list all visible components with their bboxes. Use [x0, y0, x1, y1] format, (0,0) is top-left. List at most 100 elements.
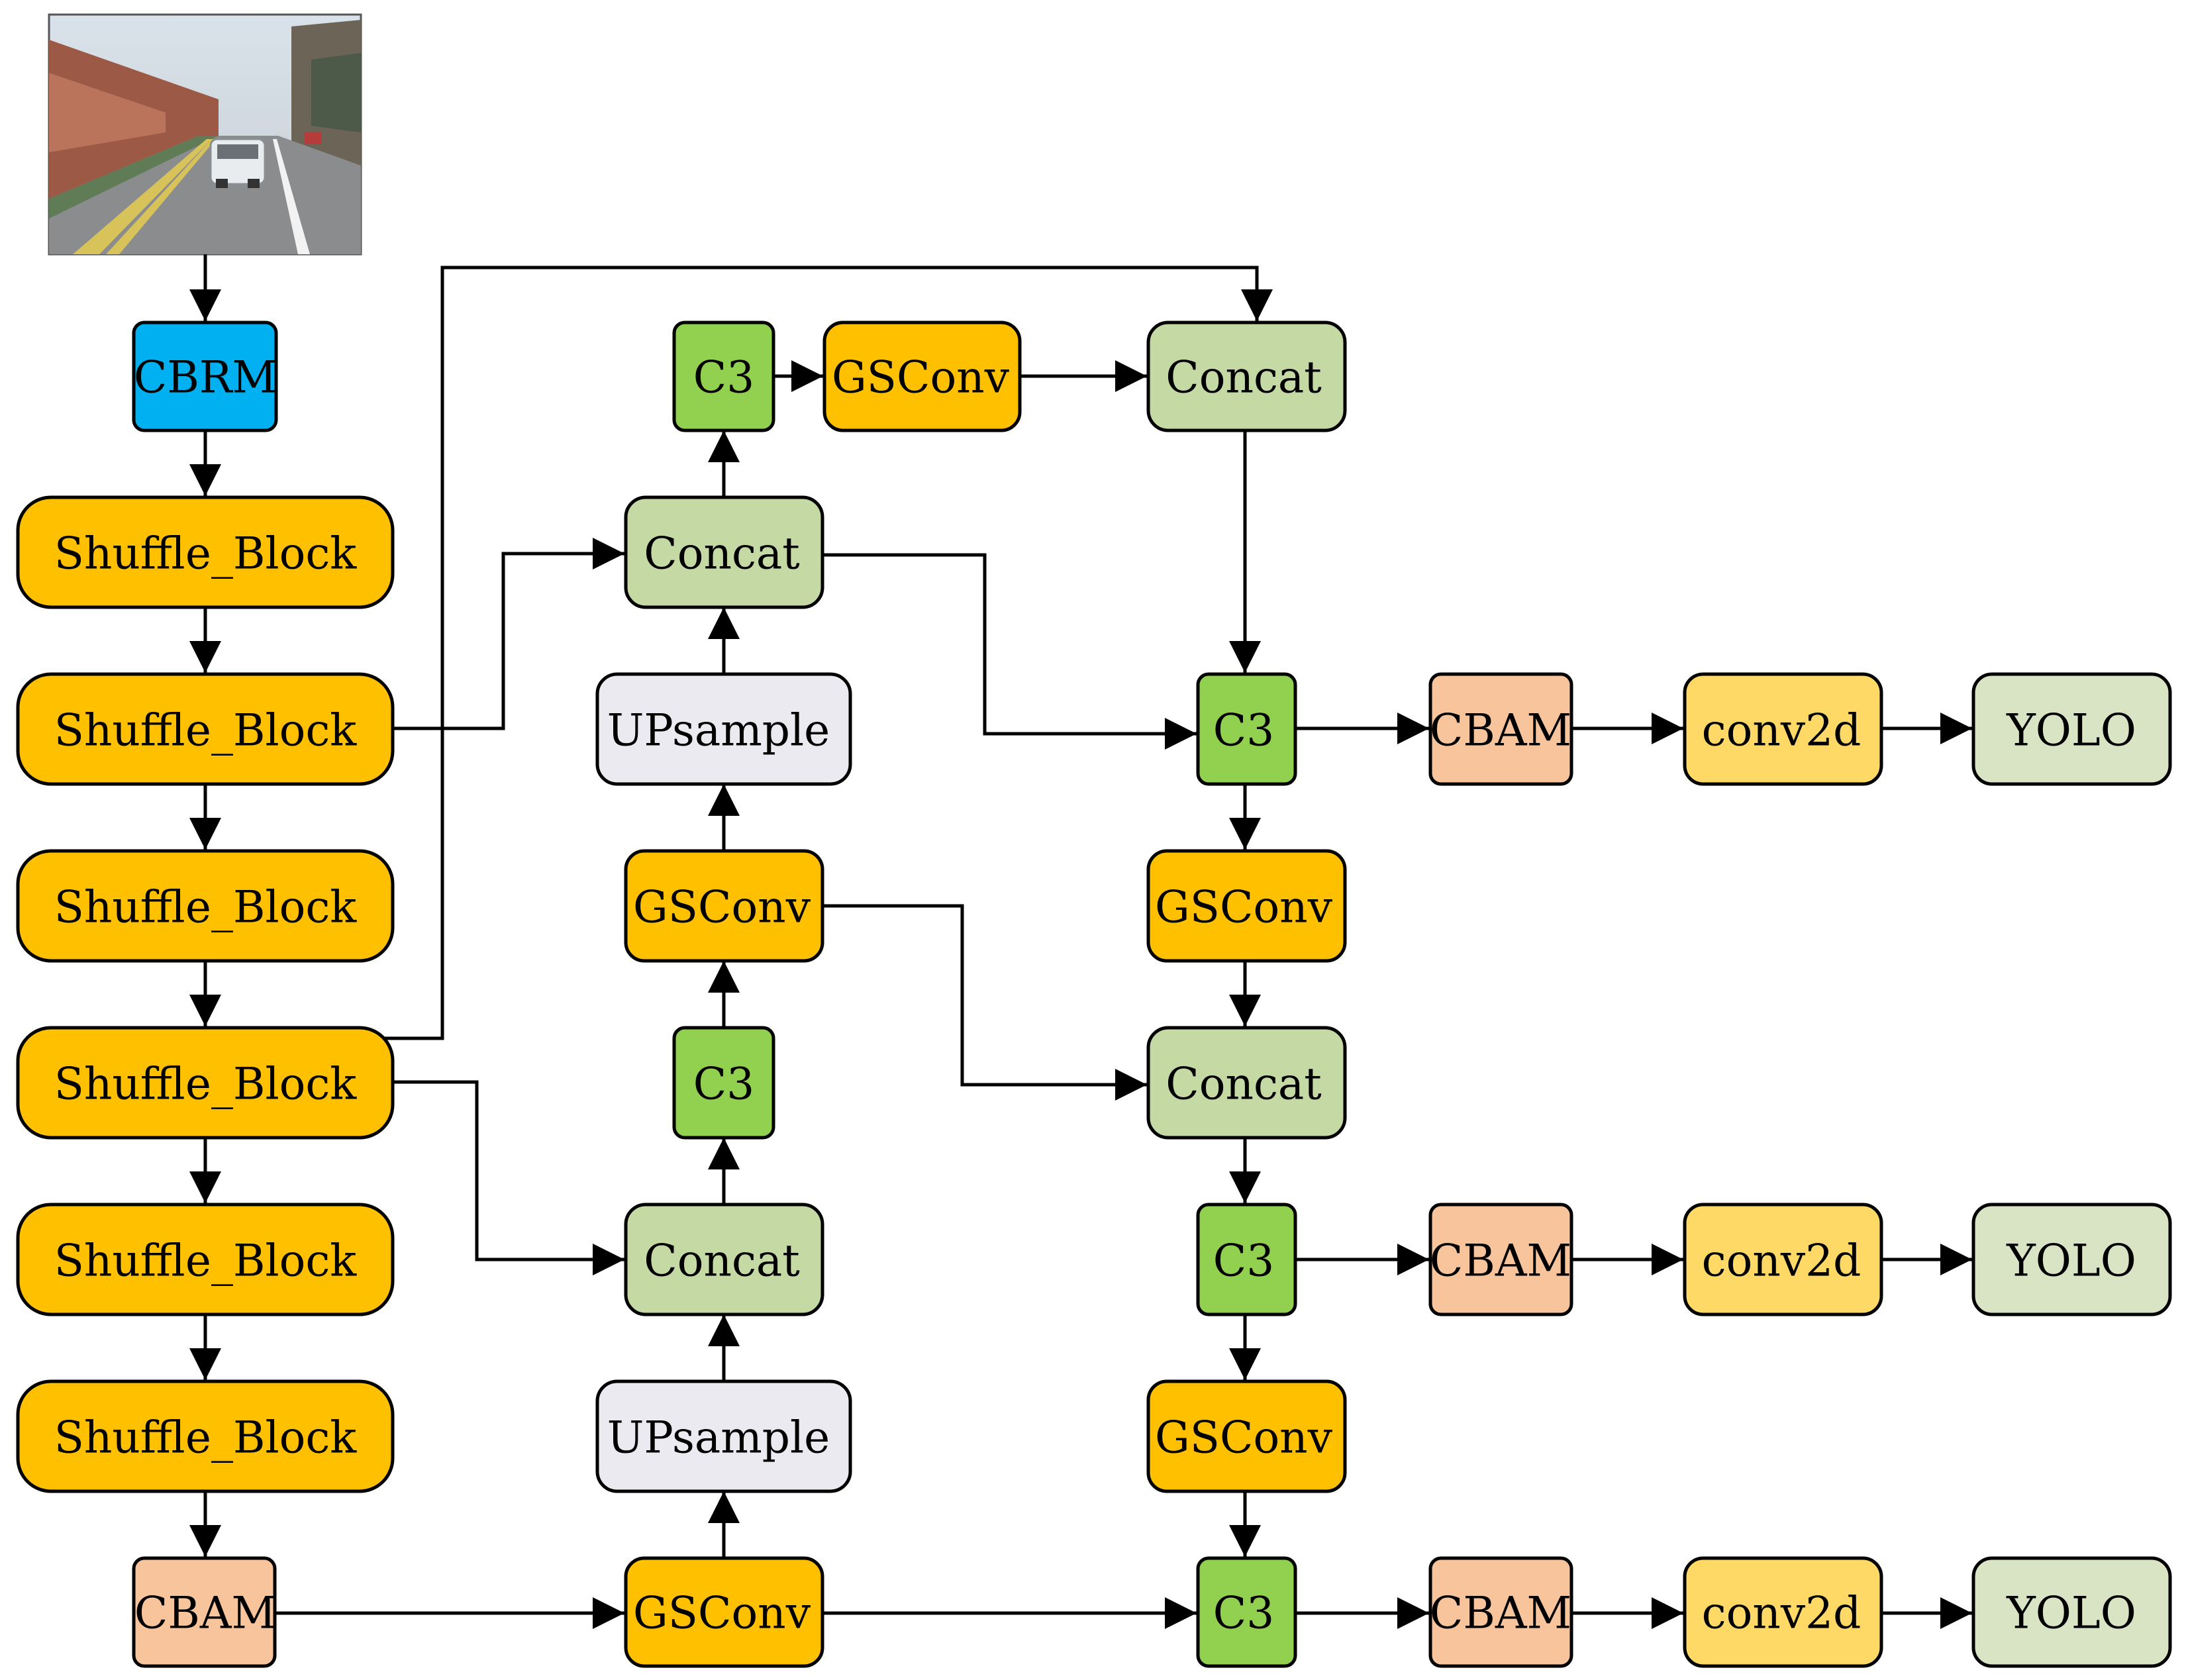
shuffle-block-2-box — [16, 672, 395, 786]
shuffle-block-5-label: Shuffle_Block — [54, 1236, 358, 1287]
shuffle-block-4-box — [16, 1026, 395, 1140]
neck-concat-2-box — [624, 1203, 824, 1316]
neck-c3-top: C3 — [672, 321, 775, 432]
neck-gsconv-top-box — [822, 321, 1022, 432]
shuffle-block-1: Shuffle_Block — [16, 495, 395, 609]
shuffle-block-5-box — [16, 1203, 395, 1316]
neck-upsample-2-label: UPsample — [607, 1412, 830, 1463]
neck-gsconv-bottom-box — [624, 1556, 824, 1668]
head-gsconv-1-label: GSConv — [1155, 882, 1333, 933]
output-1-conv2d-box — [1683, 672, 1883, 786]
neck-gsconv-top-label: GSConv — [832, 352, 1010, 403]
output-row-1: CBAM conv2d YOLO — [1428, 672, 2172, 786]
output-3-yolo-box — [1971, 1556, 2172, 1668]
output-2-cbam-box — [1428, 1203, 1573, 1316]
neck-concat-2: Concat — [624, 1203, 824, 1316]
neck-concat-1-box — [624, 495, 824, 609]
output-1-yolo-box — [1971, 672, 2172, 786]
edge-sb2-concat1 — [392, 538, 624, 730]
neck-upsample-1-box — [595, 672, 852, 786]
cbrm-label: CBRM — [134, 352, 277, 403]
shuffle-block-2: Shuffle_Block — [16, 672, 395, 786]
shuffle-block-1-box — [16, 495, 395, 609]
edge-concat1-c3-1 — [822, 553, 1197, 750]
head-concat-top-label: Concat — [1166, 352, 1322, 403]
neck-gsconv-1: GSConv — [624, 849, 824, 963]
output-3-conv2d-box — [1683, 1556, 1883, 1668]
head-gsconv-2: GSConv — [1146, 1379, 1347, 1493]
shuffle-block-3-label: Shuffle_Block — [54, 882, 358, 933]
shuffle-block-4: Shuffle_Block — [16, 1026, 395, 1140]
neck-c3-top-label: C3 — [693, 352, 755, 403]
shuffle-block-6-box — [16, 1379, 395, 1493]
backbone-cbam-label: CBAM — [134, 1588, 276, 1639]
connections — [189, 254, 1972, 1629]
output-3-conv2d-label: conv2d — [1702, 1588, 1862, 1639]
shuffle-block-4-label: Shuffle_Block — [54, 1059, 358, 1110]
neck-concat-1-label: Concat — [644, 528, 800, 579]
backbone-cbam-node: CBAM — [132, 1556, 277, 1668]
output-2-yolo-box — [1971, 1203, 2172, 1316]
edge-sb4-concat2 — [392, 1080, 624, 1275]
neck-c3-mid: C3 — [672, 1026, 775, 1140]
shuffle-block-5: Shuffle_Block — [16, 1203, 395, 1316]
neck-gsconv-1-box — [624, 849, 824, 963]
neck-gsconv-top: GSConv — [822, 321, 1022, 432]
neck-upsample-2: UPsample — [595, 1379, 852, 1493]
neck-gsconv-bottom: GSConv — [624, 1556, 824, 1668]
head-concat-2: Concat — [1146, 1026, 1347, 1140]
head-c3-2: C3 — [1196, 1203, 1297, 1316]
head-c3-2-label: C3 — [1213, 1236, 1275, 1287]
neck-gsconv-1-label: GSConv — [633, 882, 811, 933]
neck-concat-1: Concat — [624, 495, 824, 609]
shuffle-block-6-label: Shuffle_Block — [54, 1412, 358, 1463]
head-c3-1-label: C3 — [1213, 705, 1275, 756]
head-gsconv-2-label: GSConv — [1155, 1412, 1333, 1463]
head-c3-2-box — [1196, 1203, 1297, 1316]
head-gsconv-1: GSConv — [1146, 849, 1347, 963]
neck-c3-mid-label: C3 — [693, 1059, 755, 1110]
backbone: CBRM Shuffle_Block Shuffle_Block Shuffle… — [16, 321, 395, 1668]
output-2-conv2d-box — [1683, 1203, 1883, 1316]
head-concat-2-box — [1146, 1026, 1347, 1140]
output-1-conv2d-label: conv2d — [1702, 705, 1862, 756]
neck-upsample-1: UPsample — [595, 672, 852, 786]
head-c3-1-box — [1196, 672, 1297, 786]
output-2-cbam-label: CBAM — [1430, 1236, 1571, 1287]
neck-upsample-1-label: UPsample — [607, 705, 830, 756]
output-2-yolo-label: YOLO — [2006, 1236, 2136, 1287]
cbrm-node: CBRM — [132, 321, 278, 432]
head-column: Concat C3 GSConv Concat C3 GSConv C3 — [1146, 321, 1347, 1668]
shuffle-block-3-box — [16, 849, 395, 963]
backbone-cbam-box — [132, 1556, 277, 1668]
head-c3-3-label: C3 — [1213, 1588, 1275, 1639]
neck-c3-top-box — [672, 321, 775, 432]
neck-upsample-2-box — [595, 1379, 852, 1493]
neck-gsconv-bottom-label: GSConv — [633, 1588, 811, 1639]
output-3-yolo-label: YOLO — [2006, 1588, 2136, 1639]
shuffle-block-6: Shuffle_Block — [16, 1379, 395, 1493]
shuffle-block-1-label: Shuffle_Block — [54, 528, 358, 579]
head-c3-1: C3 — [1196, 672, 1297, 786]
output-3-cbam-label: CBAM — [1430, 1588, 1571, 1639]
head-concat-top: Concat — [1146, 321, 1347, 432]
output-row-2: CBAM conv2d YOLO — [1428, 1203, 2172, 1316]
head-c3-3-box — [1196, 1556, 1297, 1668]
edge-sb4-concat-top — [384, 266, 1273, 1040]
head-gsconv-2-box — [1146, 1379, 1347, 1493]
output-3-cbam-box — [1428, 1556, 1573, 1668]
shuffle-block-2-label: Shuffle_Block — [54, 705, 358, 756]
cbrm-box — [132, 321, 278, 432]
head-concat-2-label: Concat — [1166, 1059, 1322, 1110]
head-concat-top-box — [1146, 321, 1347, 432]
shuffle-block-3: Shuffle_Block — [16, 849, 395, 963]
head-c3-3: C3 — [1196, 1556, 1297, 1668]
neck-c3-mid-box — [672, 1026, 775, 1140]
output-2-conv2d-label: conv2d — [1702, 1236, 1862, 1287]
edge-gsconv1-concat-2 — [822, 904, 1147, 1101]
output-1-cbam-box — [1428, 672, 1573, 786]
input-image — [48, 13, 362, 256]
output-row-3: CBAM conv2d YOLO — [1428, 1556, 2172, 1668]
neck-column: C3 GSConv Concat UPsample GSConv C3 Conc… — [595, 321, 1022, 1668]
